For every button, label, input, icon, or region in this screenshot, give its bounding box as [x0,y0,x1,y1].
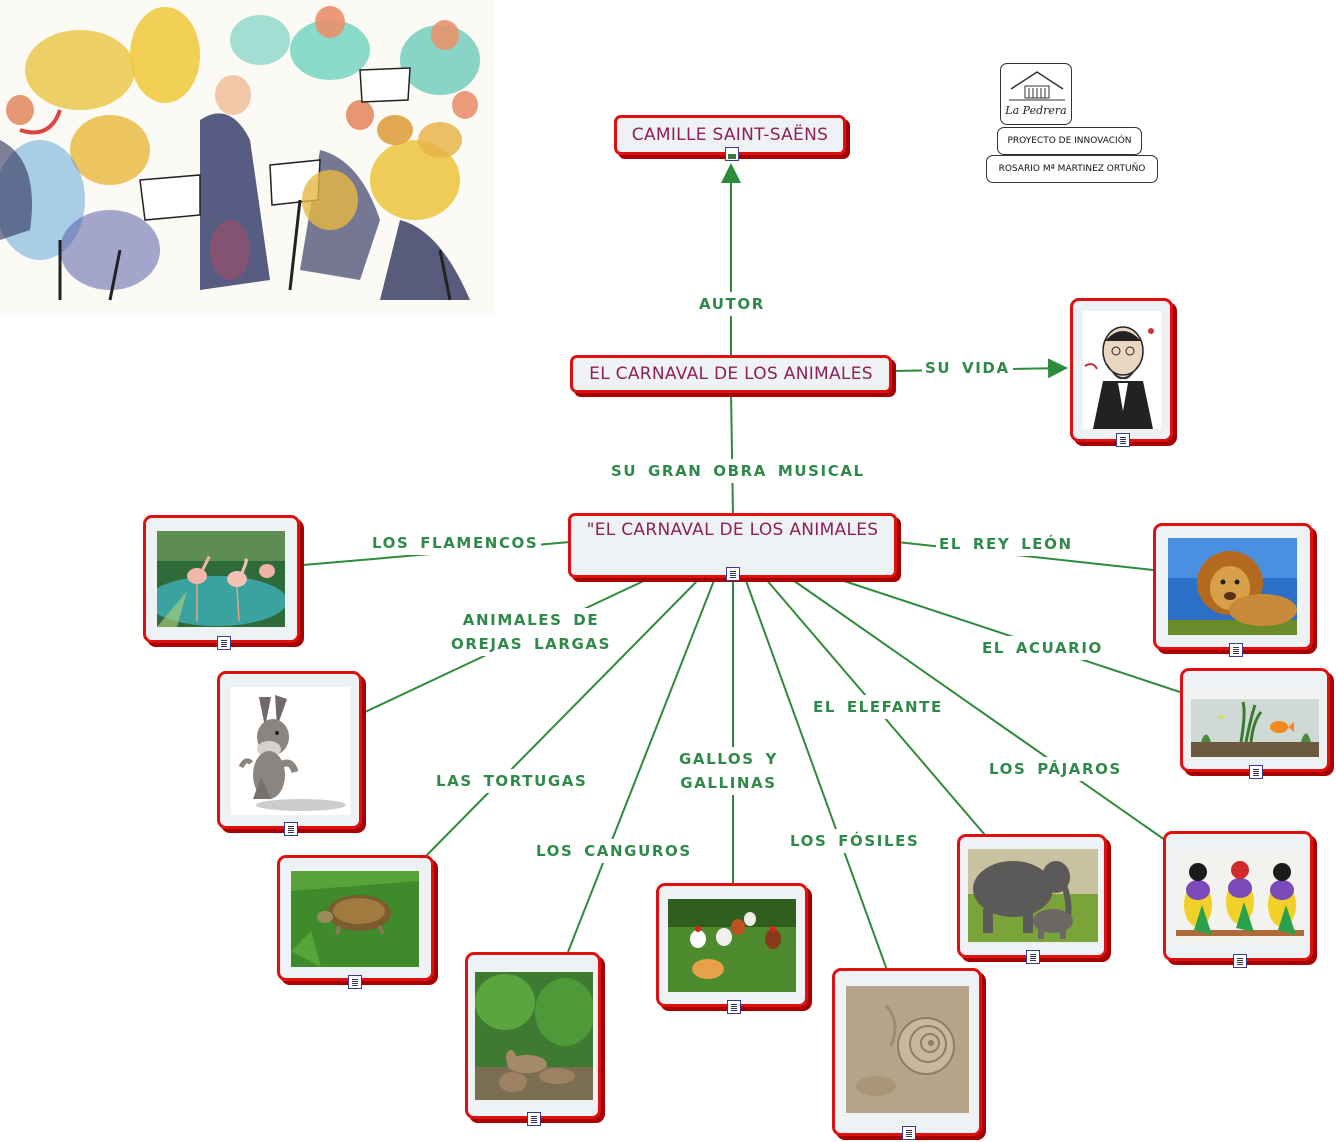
author-credit-text: ROSARIO Mª MARTINEZ ORTUÑO [998,164,1146,174]
project-credit-text: PROYECTO DE INNOVACIÓN [1007,136,1132,146]
link-label-autor: AUTOR [696,292,768,316]
orchestra-illustration [0,0,493,315]
concept-composer[interactable]: CAMILLE SAINT-SAËNS [614,115,846,161]
image-node-tortugas[interactable] [277,855,434,989]
finches-photo [1176,850,1304,945]
image-node-orejas-largas[interactable] [217,671,362,836]
document-resource-icon[interactable] [284,822,298,836]
document-resource-icon[interactable] [1229,643,1243,657]
concept-work[interactable]: EL CARNAVAL DE LOS ANIMALES [570,355,892,393]
portrait-caricature-image [1083,311,1161,429]
document-resource-icon[interactable] [1233,954,1247,968]
document-resource-icon[interactable] [348,975,362,989]
author-credit: ROSARIO Mª MARTINEZ ORTUÑO [986,155,1158,183]
link-label-orejas-line1: ANIMALES DE [462,611,600,629]
link-label-elefante: EL ELEFANTE [810,695,946,719]
document-resource-icon[interactable] [217,636,231,650]
elephants-photo [968,849,1098,942]
link-label-canguros: LOS CANGUROS [533,839,695,863]
link-label-gallos-line1: GALLOS Y [679,750,778,768]
fossil-photo [846,986,969,1113]
link-label-flamencos: LOS FLAMENCOS [369,531,542,555]
link-label-rey-leon: EL REY LEÓN [936,532,1076,556]
link-label-su-vida: SU VIDA [922,356,1013,380]
concept-work-label: EL CARNAVAL DE LOS ANIMALES [589,364,873,384]
concept-work-quoted[interactable]: "EL CARNAVAL DE LOS ANIMALES [568,513,897,581]
image-node-elefante[interactable] [957,834,1107,964]
document-resource-icon[interactable] [1249,765,1263,779]
link-label-pajaros: LOS PÁJAROS [986,757,1125,781]
link-label-gran-obra: SU GRAN OBRA MUSICAL [608,459,868,483]
school-logo: La Pedrera [1000,63,1072,125]
image-node-pajaros[interactable] [1163,831,1313,968]
link-label-orejas-line2: OREJAS LARGAS [451,635,612,653]
link-label-orejas-largas: ANIMALES DE OREJAS LARGAS [448,608,615,656]
aquarium-photo [1191,687,1319,757]
image-node-acuario[interactable] [1180,668,1330,779]
concept-work-quoted-label: "EL CARNAVAL DE LOS ANIMALES [586,520,879,540]
document-resource-icon[interactable] [1026,950,1040,964]
document-resource-icon[interactable] [726,567,740,581]
link-label-gallos-line2: GALLINAS [680,774,777,792]
link-label-tortugas: LAS TORTUGAS [433,769,591,793]
concept-composer-label: CAMILLE SAINT-SAËNS [631,125,829,145]
image-node-gallos[interactable] [656,883,808,1014]
donkey-photo [231,687,350,815]
document-resource-icon[interactable] [727,1000,741,1014]
document-resource-icon[interactable] [902,1126,916,1140]
flamingos-photo [157,531,285,627]
image-node-rey-leon[interactable] [1153,523,1313,657]
image-node-fosiles[interactable] [832,968,982,1140]
document-resource-icon[interactable] [527,1112,541,1126]
school-logo-text: La Pedrera [1005,104,1067,117]
tortoise-photo [291,871,419,967]
image-node-canguros[interactable] [465,952,601,1126]
picture-resource-icon[interactable] [725,147,739,161]
image-node-flamencos[interactable] [143,515,300,650]
lion-photo [1168,538,1297,635]
image-node-portrait[interactable] [1070,298,1173,447]
kangaroos-photo [475,972,593,1100]
document-resource-icon[interactable] [1116,433,1130,447]
chickens-photo [668,899,796,992]
link-label-fosiles: LOS FÓSILES [787,829,923,853]
link-label-acuario: EL ACUARIO [979,636,1106,660]
link-label-gallos: GALLOS Y GALLINAS [676,747,781,795]
project-credit: PROYECTO DE INNOVACIÓN [997,127,1142,155]
